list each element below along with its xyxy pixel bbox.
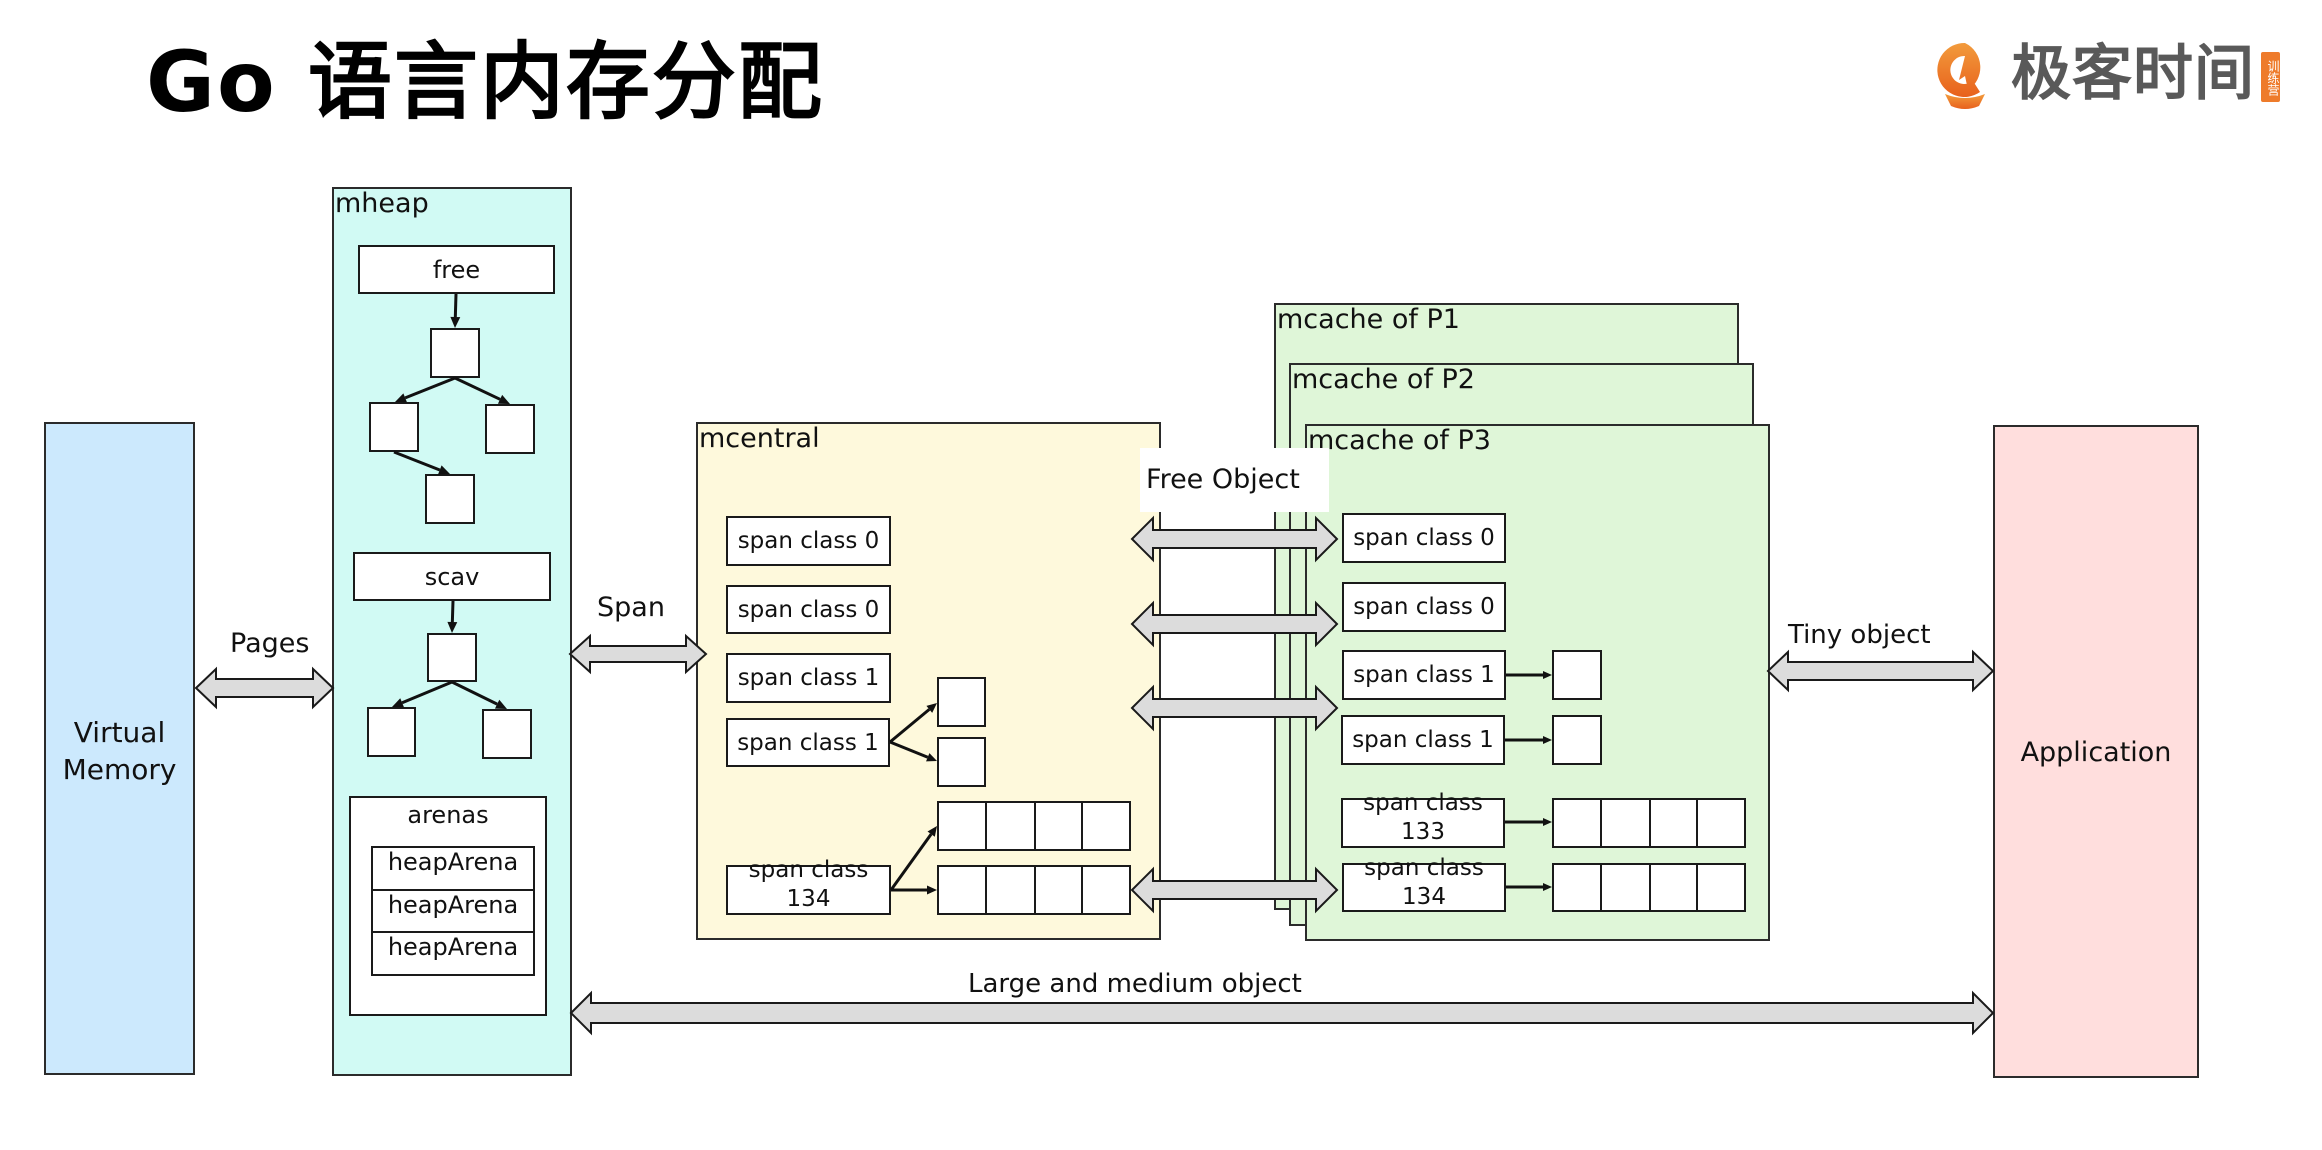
large-medium-object-flow-label: Large and medium object bbox=[968, 969, 1302, 999]
object-slot bbox=[1696, 863, 1746, 912]
free-object-arrow bbox=[1130, 515, 1339, 563]
object-slot bbox=[1600, 863, 1651, 912]
span-flow-label: Span bbox=[597, 592, 665, 623]
mheap-scav-box: scav bbox=[353, 552, 551, 601]
pages-arrow bbox=[194, 666, 335, 710]
span-class-line1: span class bbox=[1363, 790, 1483, 816]
heap-arena: heapArena bbox=[371, 889, 535, 933]
object-slot bbox=[1081, 865, 1131, 915]
mcache-span-class: span class 0 bbox=[1342, 582, 1506, 632]
scav-tree-node bbox=[482, 709, 532, 759]
object-slot bbox=[1696, 798, 1746, 848]
mcache-p3-label: mcache of P3 bbox=[1308, 425, 1491, 456]
span-arrow bbox=[568, 633, 708, 675]
span-class-line1: span class bbox=[1364, 854, 1484, 881]
tiny-object-arrow bbox=[1766, 649, 1995, 693]
object-slot bbox=[1600, 798, 1651, 848]
pages-flow-label: Pages bbox=[230, 628, 310, 659]
scav-tree-node bbox=[367, 707, 416, 757]
free-object-arrow bbox=[1130, 684, 1339, 732]
mheap-free-box: free bbox=[358, 245, 555, 294]
logo-tag: 训练营 bbox=[2261, 52, 2280, 102]
object-slot bbox=[937, 737, 986, 787]
object-slot bbox=[1034, 801, 1083, 851]
arenas-label: arenas bbox=[407, 801, 489, 829]
mcache-span-class: span class 1 bbox=[1341, 715, 1505, 765]
free-object-flow-label: Free Object bbox=[1140, 448, 1329, 512]
object-slot bbox=[1552, 650, 1602, 700]
mcentral-span-class: span class 0 bbox=[726, 585, 891, 634]
free-tree-node bbox=[369, 402, 419, 452]
object-slot bbox=[937, 677, 986, 727]
large-medium-object-arrow bbox=[569, 990, 1995, 1036]
virtual-memory-label-line2: Memory bbox=[62, 753, 177, 786]
object-slot bbox=[937, 865, 987, 915]
mcentral-span-class: span class 0 bbox=[726, 516, 891, 566]
span-class-line2: 133 bbox=[1401, 819, 1445, 845]
mcache-span-class-large: span class 133 bbox=[1341, 790, 1505, 848]
mcentral-span-class-large: span class 134 bbox=[726, 857, 891, 915]
object-slot bbox=[1552, 863, 1602, 912]
application-box: Application bbox=[1993, 425, 2199, 1078]
logo-wordmark: 极客时间 bbox=[2011, 39, 2255, 109]
object-slot bbox=[1649, 863, 1698, 912]
object-slot bbox=[1552, 715, 1602, 765]
free-object-arrow bbox=[1130, 866, 1339, 914]
tiny-object-flow-label: Tiny object bbox=[1788, 620, 1931, 650]
heap-arena: heapArena bbox=[371, 846, 535, 891]
mcache-span-class-large: span class 134 bbox=[1342, 855, 1506, 912]
mcache-span-class: span class 1 bbox=[1342, 650, 1506, 700]
slide-title: Go 语言内存分配 bbox=[146, 33, 824, 131]
heap-arena: heapArena bbox=[371, 931, 535, 976]
free-tree-node bbox=[430, 328, 480, 378]
scav-tree-node bbox=[427, 633, 477, 682]
free-tree-node bbox=[425, 474, 475, 524]
object-slot bbox=[1649, 798, 1698, 848]
virtual-memory-box: Virtual Memory bbox=[44, 422, 195, 1075]
mcache-p1-label: mcache of P1 bbox=[1277, 304, 1460, 335]
span-class-line1: span class bbox=[748, 857, 869, 883]
span-class-line2: 134 bbox=[786, 886, 831, 912]
free-tree-node bbox=[485, 404, 535, 454]
mcache-p2-label: mcache of P2 bbox=[1292, 364, 1475, 395]
application-label: Application bbox=[2020, 737, 2172, 768]
mheap-label: mheap bbox=[335, 188, 429, 219]
mcentral-label: mcentral bbox=[699, 423, 820, 454]
span-class-line2: 134 bbox=[1402, 883, 1446, 910]
object-slot bbox=[937, 801, 987, 851]
geektime-logo-icon bbox=[1935, 40, 1995, 112]
object-slot bbox=[1552, 798, 1602, 848]
object-slot bbox=[985, 801, 1036, 851]
object-slot bbox=[1034, 865, 1083, 915]
free-object-arrow bbox=[1130, 600, 1339, 648]
object-slot bbox=[1081, 801, 1131, 851]
virtual-memory-label-line1: Virtual bbox=[73, 716, 166, 749]
mcentral-span-class: span class 1 bbox=[726, 653, 891, 703]
mcache-span-class: span class 0 bbox=[1342, 513, 1506, 563]
object-slot bbox=[985, 865, 1036, 915]
mcentral-span-class: span class 1 bbox=[726, 718, 890, 767]
